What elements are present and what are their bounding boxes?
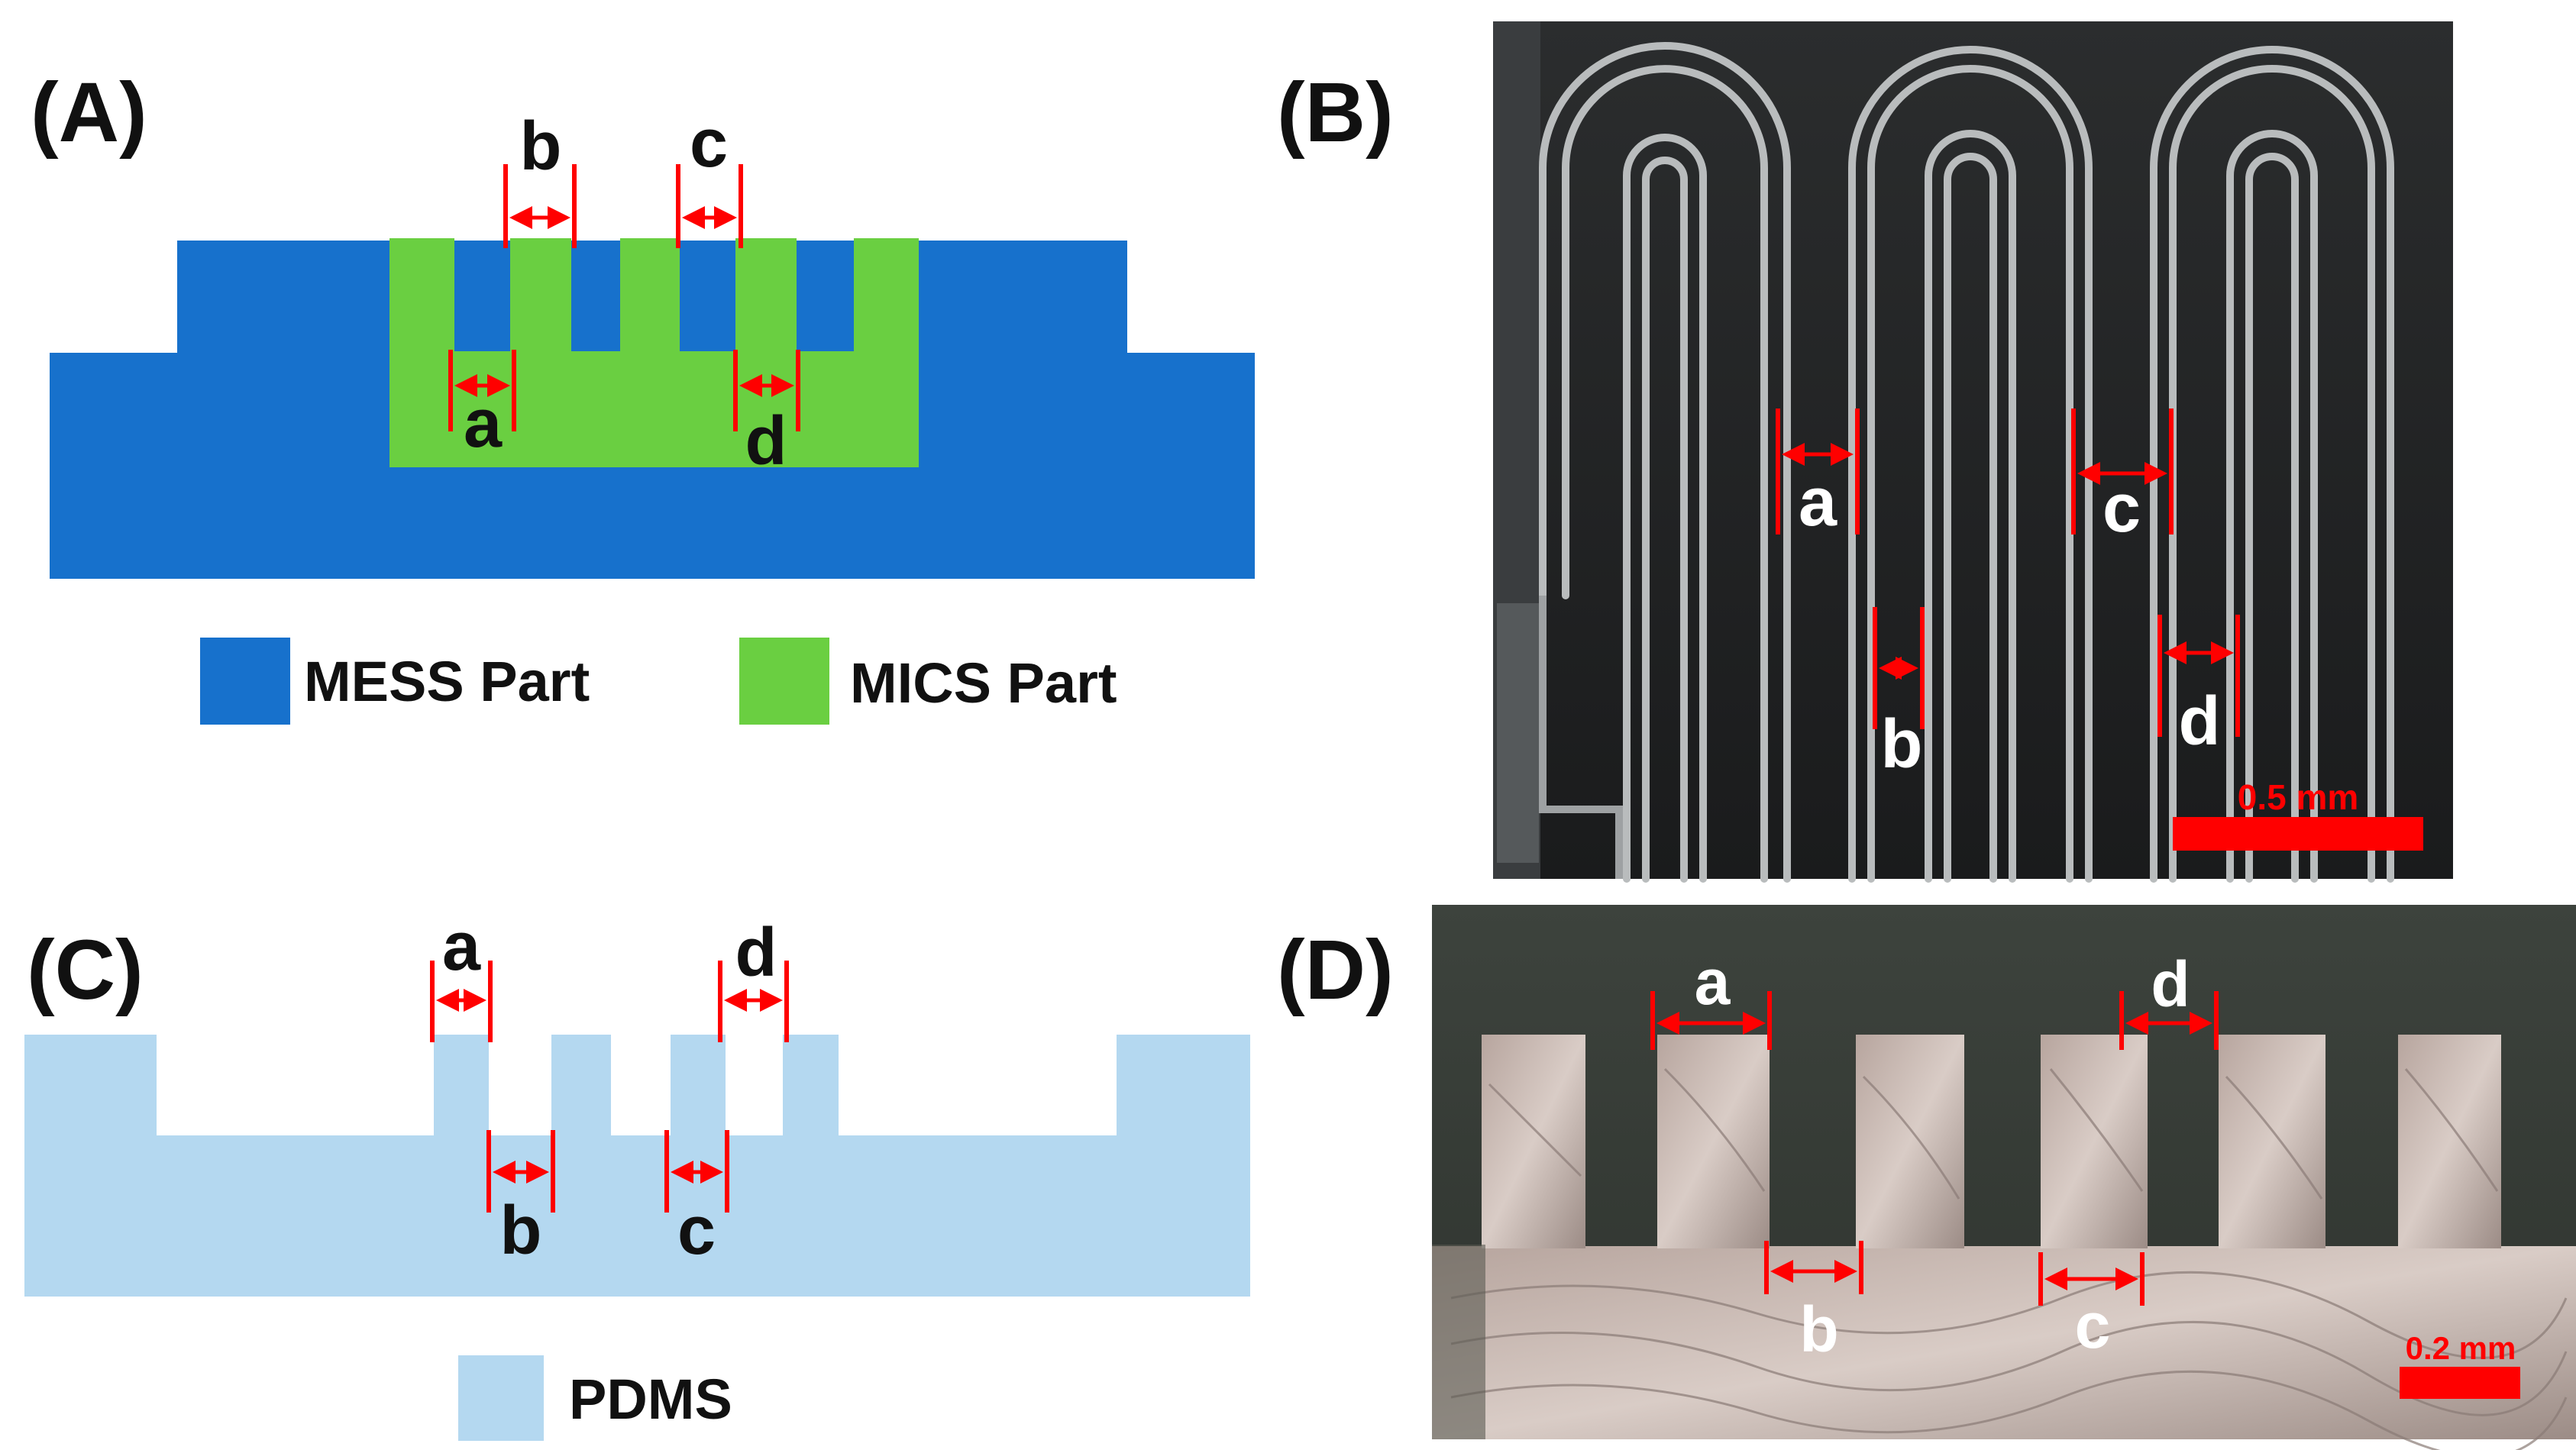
panel-b-label: (B) — [1277, 66, 1394, 160]
scale-bar-b — [2173, 817, 2423, 851]
dimension-d-marker-d: d — [2119, 948, 2219, 1050]
panel-a: (A) b c a d — [31, 66, 1255, 725]
scale-bar-d-label: 0.2 mm — [2406, 1330, 2516, 1366]
dimension-b-marker-d: b — [1764, 1241, 1863, 1365]
dimension-a-label-a: a — [464, 386, 503, 462]
dimension-c-label-a: c — [690, 105, 728, 182]
dimension-c-label-b: c — [2102, 470, 2141, 547]
scale-bar-b-label: 0.5 mm — [2238, 777, 2359, 817]
legend-mess-label: MESS Part — [304, 650, 590, 713]
dimension-b-label-a: b — [520, 108, 562, 185]
dimension-a-marker-b: a — [1776, 409, 1860, 541]
legend-pdms-label: PDMS — [569, 1368, 732, 1431]
dimension-a-label-c: a — [442, 909, 481, 985]
photo-d-mold-cross-section — [1432, 905, 2576, 1450]
panel-b: (B) — [1277, 21, 2453, 883]
dimension-c-marker-d: c — [2038, 1252, 2145, 1361]
dimension-d-label-c: d — [735, 915, 777, 991]
photo-b-microchannel — [1493, 21, 2453, 883]
dimension-b-label-b: b — [1881, 706, 1923, 783]
legend-mics-label: MICS Part — [850, 651, 1117, 715]
dimension-d-label-b: d — [2179, 683, 2221, 760]
dimension-b-marker-c: b — [486, 1130, 555, 1269]
dimension-a-label-d: a — [1695, 946, 1731, 1018]
panel-d-label: (D) — [1277, 923, 1394, 1017]
mics-part-shape — [389, 238, 919, 467]
dimension-d-label-a: d — [745, 403, 787, 480]
dimension-c-label-c: c — [677, 1193, 716, 1269]
dimension-c-marker-c: c — [664, 1130, 729, 1269]
dimension-b-marker-a: b — [503, 108, 577, 248]
dimension-d-label-d: d — [2151, 948, 2190, 1020]
panel-c: (C) a d b c PDMS — [24, 909, 1250, 1441]
dimension-a-label-b: a — [1799, 464, 1837, 541]
panel-a-label: (A) — [31, 66, 147, 160]
scale-bar-d — [2400, 1367, 2520, 1399]
dimension-b-label-d: b — [1799, 1293, 1838, 1365]
dimension-b-marker-b: b — [1873, 607, 1925, 783]
dimension-b-label-c: b — [500, 1193, 542, 1269]
legend-mess-swatch — [200, 638, 290, 725]
pdms-shape — [24, 1035, 1250, 1297]
dimension-a-marker-d: a — [1650, 946, 1772, 1050]
dimension-c-marker-a: c — [676, 105, 743, 248]
dimension-c-label-d: c — [2075, 1290, 2111, 1361]
dimension-a-marker-c: a — [430, 909, 493, 1042]
legend-mics-swatch — [739, 638, 829, 725]
dimension-d-marker-b: d — [2157, 615, 2240, 760]
dimension-c-marker-b: c — [2071, 409, 2174, 547]
panel-d: (D) — [1277, 905, 2576, 1450]
dimension-d-marker-a: d — [733, 350, 800, 480]
dimension-d-marker-c: d — [718, 915, 789, 1042]
panel-c-label: (C) — [27, 923, 144, 1017]
legend-pdms-swatch — [458, 1355, 544, 1441]
dimension-a-marker-a: a — [448, 350, 516, 462]
